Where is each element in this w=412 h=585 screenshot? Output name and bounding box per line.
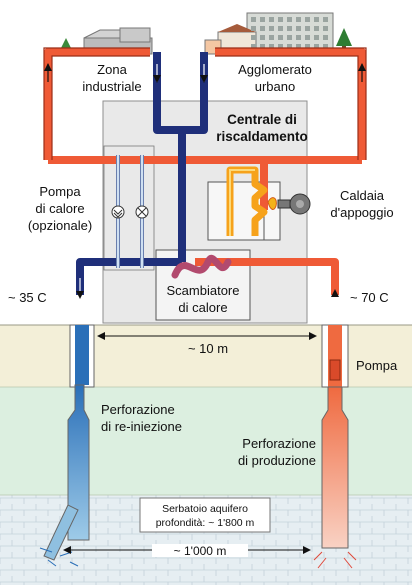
label-aquifer-1: Serbatoio aquifero <box>162 503 248 515</box>
building-window <box>323 35 328 40</box>
label-heat-exchanger-2: di calore <box>178 300 227 315</box>
label-pump: Pompa <box>356 358 398 373</box>
label-well-distance: ~ 10 m <box>188 341 228 356</box>
bottom-distance-label-bg <box>152 544 248 557</box>
label-reinjection-well-2: di re-iniezione <box>101 419 182 434</box>
building-window <box>314 17 319 22</box>
label-heat-pump-2: di calore <box>35 201 84 216</box>
building-window <box>296 26 301 31</box>
label-urban-area-1: Agglomerato <box>238 62 312 77</box>
valve-1-symbol <box>113 209 123 218</box>
building-window <box>305 44 310 49</box>
building-window <box>278 35 283 40</box>
label-heat-pump-1: Pompa <box>39 184 81 199</box>
label-industrial-zone-2: industriale <box>82 79 141 94</box>
label-production-well-1: Perforazione <box>242 436 316 451</box>
label-reinjection-well-1: Perforazione <box>101 402 175 417</box>
building-window <box>296 17 301 22</box>
label-production-well-2: di produzione <box>238 453 316 468</box>
label-urban-area-2: urbano <box>255 79 295 94</box>
building-window <box>269 17 274 22</box>
label-backup-boiler-1: Caldaia <box>340 188 385 203</box>
hot-pipe-network <box>44 48 366 295</box>
building-window <box>269 44 274 49</box>
building-window <box>251 17 256 22</box>
soil-middle-layer <box>0 387 412 495</box>
burner-fan-hub <box>296 200 304 208</box>
label-cold-temp: ~ 35 C <box>8 290 47 305</box>
soil-top-layer <box>0 325 412 387</box>
building-window <box>305 35 310 40</box>
pump-icon <box>329 359 341 381</box>
production-inflow-arrows <box>313 551 357 569</box>
building-window <box>314 26 319 31</box>
building-window <box>260 17 265 22</box>
building-window <box>278 17 283 22</box>
building-window <box>287 44 292 49</box>
building-windows <box>251 17 328 49</box>
building-window <box>323 26 328 31</box>
label-heat-pump-3: (opzionale) <box>28 218 92 233</box>
building-window <box>269 35 274 40</box>
label-heat-exchanger-1: Scambiatore <box>167 283 240 298</box>
heat-exchanger-coil <box>171 254 232 279</box>
flame-icon <box>267 197 277 210</box>
building-window <box>296 44 301 49</box>
hot-pipe-outline <box>43 47 367 160</box>
aquifer-label-box <box>139 497 271 533</box>
building-window <box>260 35 265 40</box>
building-window <box>305 26 310 31</box>
label-heating-plant-2: riscaldamento <box>216 129 308 144</box>
aquifer-flow-arrows <box>39 547 79 567</box>
boiler-coil-inner <box>229 169 255 236</box>
building-window <box>287 35 292 40</box>
building-window <box>287 17 292 22</box>
burner-duct <box>277 199 291 209</box>
label-heating-plant-1: Centrale di <box>227 112 297 127</box>
building-window <box>251 35 256 40</box>
building-window <box>305 17 310 22</box>
building-window <box>251 26 256 31</box>
building-window <box>251 44 256 49</box>
production-well <box>321 324 349 549</box>
label-aquifer-2: profondità: ~ 1'800 m <box>156 517 255 529</box>
building-window <box>287 26 292 31</box>
building-window <box>269 26 274 31</box>
heat-pump-frame <box>103 145 155 271</box>
heat-pump-valve-1 <box>111 205 125 219</box>
reinjection-well <box>43 324 95 561</box>
building-window <box>278 44 283 49</box>
label-bottom-distance: ~ 1'000 m <box>174 544 227 558</box>
valve-2-symbol <box>137 207 147 217</box>
label-backup-boiler-2: d'appoggio <box>330 205 393 220</box>
building-window <box>296 35 301 40</box>
building-window <box>260 44 265 49</box>
label-hot-temp: ~ 70 C <box>350 290 389 305</box>
building-window <box>323 44 328 49</box>
label-industrial-zone-1: Zona <box>97 62 127 77</box>
building-window <box>278 26 283 31</box>
building-window <box>260 26 265 31</box>
building-window <box>314 35 319 40</box>
building-window <box>314 44 319 49</box>
building-window <box>323 17 328 22</box>
